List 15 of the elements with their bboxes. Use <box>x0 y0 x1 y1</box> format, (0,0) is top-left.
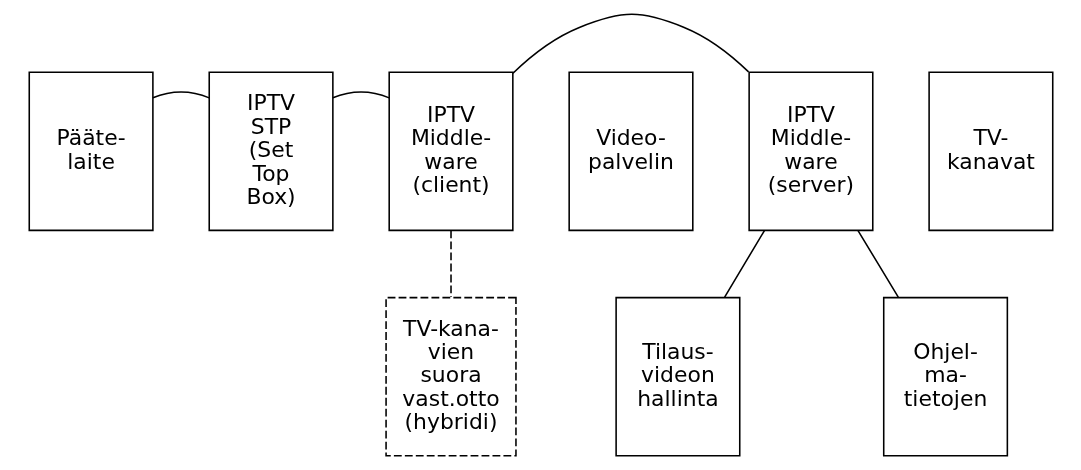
node-box: TV-kana- vien suora vast.otto (hybridi) <box>384 296 517 457</box>
connector <box>856 229 899 298</box>
connector <box>331 91 390 99</box>
node-box: IPTV Middle- ware (client) <box>387 71 514 232</box>
node-box: Video- palvelin <box>567 71 694 232</box>
node-box: Pääte- laite <box>28 71 154 232</box>
connector <box>723 229 765 298</box>
node-box: Ohjel- ma- tietojen <box>882 296 1008 457</box>
connector <box>449 229 452 298</box>
node-box: IPTV Middle- ware (server) <box>747 71 874 232</box>
node-box: TV- kanavat <box>927 71 1053 232</box>
node-box: Tilaus- videon hallinta <box>614 296 741 457</box>
connector <box>151 91 210 99</box>
connector <box>511 13 749 74</box>
node-box: IPTV STP (Set Top Box) <box>207 71 334 232</box>
